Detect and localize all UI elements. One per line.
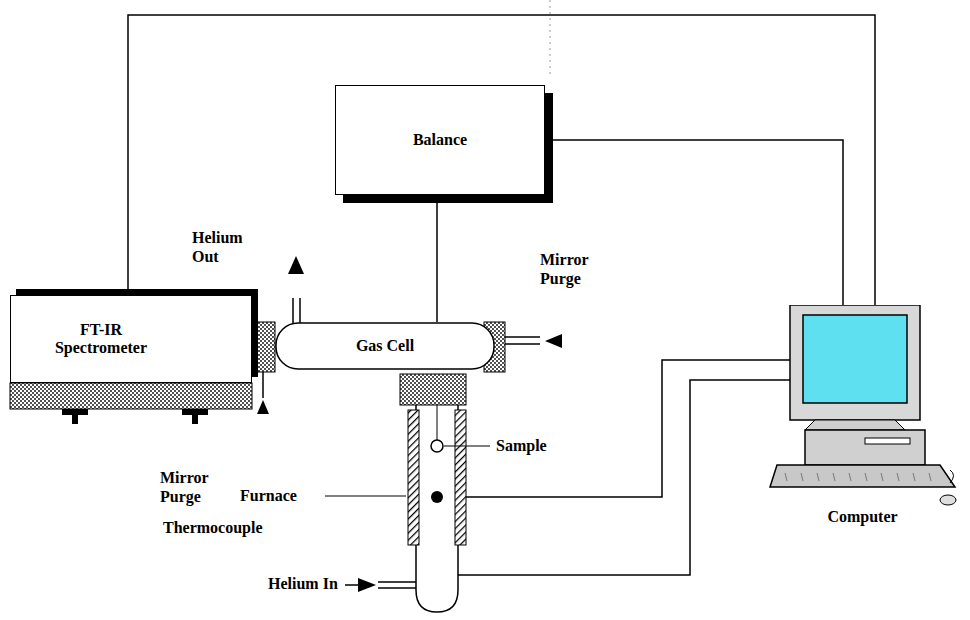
computer: Computer — [765, 305, 960, 530]
mirror-purge-label: Mirror Purge — [160, 468, 240, 506]
balance-box: Balance — [335, 85, 545, 195]
connector-line — [128, 15, 875, 305]
sample-label: Sample — [496, 436, 586, 455]
node-text: Balance — [413, 131, 467, 149]
furnace-label: Furnace — [240, 486, 320, 505]
thermocouple-label: Thermocouple — [163, 518, 303, 537]
node-text: Computer — [827, 508, 897, 526]
spectrometer-box: FT-IR Spectrometer — [10, 295, 252, 383]
connector-line — [437, 195, 438, 322]
node-text: FT-IR Spectrometer — [41, 321, 161, 358]
mirror-purge-label: Mirror Purge — [540, 250, 620, 288]
connector-line — [545, 140, 843, 305]
computer-illustration — [765, 305, 960, 530]
gas-cell: Gas Cell — [275, 322, 495, 370]
helium-in-label: Helium In — [268, 574, 348, 593]
helium-out-label: Helium Out — [192, 228, 272, 266]
node-text: Gas Cell — [356, 337, 414, 355]
